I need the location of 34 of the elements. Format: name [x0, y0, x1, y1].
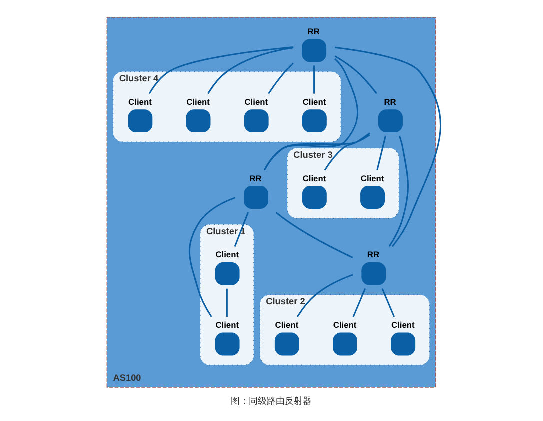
node-label: RR: [308, 26, 320, 37]
node-label: RR: [384, 96, 396, 107]
node-label: Client: [302, 96, 326, 107]
caption: 图：同级路由反射器: [231, 396, 312, 406]
connector: [296, 274, 354, 318]
connector: [234, 212, 250, 248]
node-label: Client: [216, 320, 240, 330]
connector: [226, 288, 228, 318]
connector: [334, 46, 442, 248]
connector: [388, 136, 409, 248]
connector: [268, 62, 294, 94]
connector: [148, 46, 294, 94]
connector: [276, 212, 354, 258]
connector: [314, 66, 316, 94]
connector: [208, 46, 294, 94]
connector: [188, 197, 236, 318]
node-label: Client: [275, 320, 299, 330]
connector: [334, 56, 378, 94]
connector: [382, 288, 396, 318]
node-label: Client: [360, 173, 384, 184]
connector: [264, 58, 358, 171]
node-label: Client: [128, 96, 152, 107]
connector: [264, 134, 370, 171]
node-label: RR: [250, 173, 262, 184]
node-label: Client: [216, 250, 240, 260]
node-label: Client: [244, 96, 268, 107]
connector: [352, 288, 366, 318]
node-label: Client: [333, 320, 357, 330]
node-label: Client: [302, 173, 326, 184]
connector: [376, 136, 387, 171]
node-label: Client: [186, 96, 210, 107]
node-label: RR: [367, 250, 380, 260]
node-label: Client: [392, 320, 415, 330]
connector: [324, 132, 370, 171]
